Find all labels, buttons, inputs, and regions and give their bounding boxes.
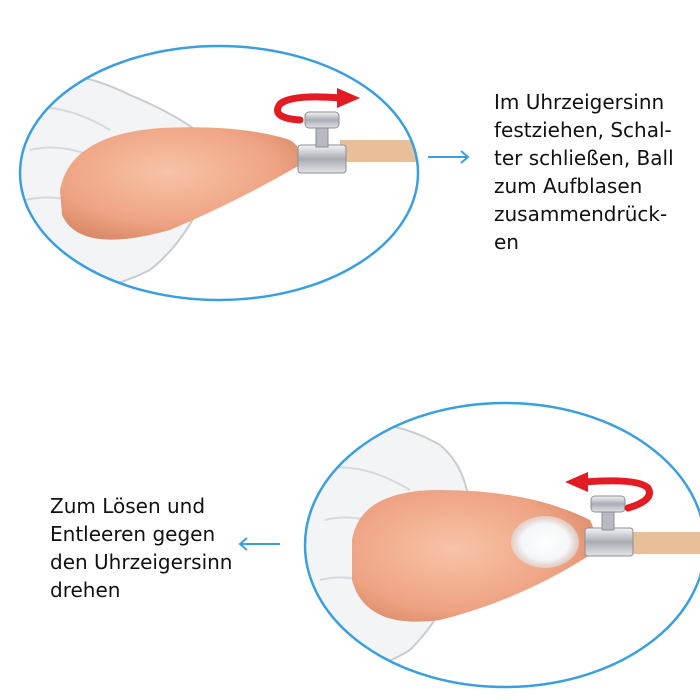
metal-valve <box>584 527 634 557</box>
caption-line: zum Aufblasen <box>494 174 643 198</box>
ellipse-outline <box>18 44 420 302</box>
caption-line: en <box>494 230 519 254</box>
panel-tighten: Im Uhrzeigersinn festziehen, Schal- ter … <box>18 44 674 302</box>
caption-release: Zum Lösen und Entleeren gegen den Uhrzei… <box>50 492 232 604</box>
pointer-arrow-right-icon <box>428 150 470 164</box>
caption-line: Zum Lösen und <box>50 494 206 518</box>
caption-line: ter schließen, Ball <box>494 146 674 170</box>
caption-line: festziehen, Schal- <box>494 118 672 142</box>
air-puff-icon <box>511 516 579 568</box>
rotation-arrow-counterclockwise-icon <box>565 472 653 512</box>
ellipse-outline <box>303 401 700 689</box>
illustration-release <box>303 401 700 689</box>
caption-tighten: Im Uhrzeigersinn festziehen, Schal- ter … <box>494 88 674 256</box>
hose <box>628 532 700 554</box>
caption-line: Entleeren gegen <box>50 522 216 546</box>
caption-line: den Uhrzeigersinn <box>50 550 233 574</box>
pointer-arrow-left-icon <box>238 537 280 551</box>
panel-release: Zum Lösen und Entleeren gegen den Uhrzei… <box>0 350 700 700</box>
caption-line: Im Uhrzeigersinn <box>494 90 665 114</box>
rotation-arrow-clockwise-icon <box>274 88 360 124</box>
metal-valve <box>297 144 347 174</box>
caption-line: drehen <box>50 578 121 602</box>
rubber-bulb <box>60 127 302 240</box>
hose <box>340 140 418 162</box>
caption-line: zusammendrück- <box>494 202 668 226</box>
illustration-tighten <box>18 44 420 302</box>
valve-knob <box>590 495 626 513</box>
valve-knob <box>304 111 340 129</box>
